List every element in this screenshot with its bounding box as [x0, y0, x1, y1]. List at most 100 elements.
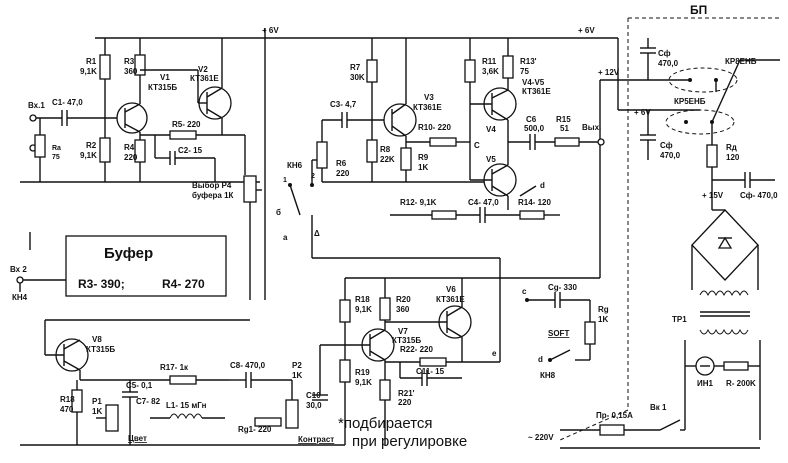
psu-section: БП Сф 470,0 Сф 470,0 КР8ЕНБ КР5ЕНБ Rд 12… [528, 3, 780, 449]
v6-label: V6 [446, 285, 456, 294]
r2-label: R2 [86, 141, 97, 150]
fuse-label: Пр- 0,15А [596, 411, 633, 420]
p1-value: 1K [92, 407, 102, 416]
soft-d-label: d [538, 355, 543, 364]
resistor-r17 [169, 375, 197, 385]
rail-6v-psu: + 6V [634, 108, 651, 117]
kn6-switch[interactable]: КН6 1 2 б а Δ [276, 159, 500, 259]
reg-top-outline [668, 67, 738, 93]
resistor-r6 [316, 141, 328, 169]
resistor-r7 [366, 59, 378, 83]
r3-label: R3 [124, 57, 135, 66]
resistor-rg [584, 321, 596, 345]
kn6-delta: Δ [314, 229, 320, 238]
psu-title: БП [690, 3, 707, 17]
node-e-label: е [492, 349, 497, 358]
soft-label: SOFT [548, 329, 569, 338]
c10-label: C10 [306, 391, 321, 400]
v7-label: V7 [398, 327, 408, 336]
kn8-label: КН8 [540, 371, 556, 380]
c2-label: C2- 15 [178, 146, 203, 155]
resistor-rg1 [254, 417, 282, 427]
resistor-r11 [464, 59, 476, 83]
reg-bottom-outline [665, 109, 735, 135]
kn6-b: б [276, 208, 281, 217]
stage-3-output: R11 3,6K R13' 75 V4-V5 КТ361Е V4 V5 C d [464, 38, 605, 210]
r5-label: R5- 220 [172, 120, 201, 129]
resistor-r14 [519, 210, 545, 220]
resistor-r-neon [723, 361, 749, 371]
v45-label: V4-V5 [522, 78, 545, 87]
psu-frame [559, 17, 780, 441]
kontrast-label: Контраст [298, 435, 334, 444]
switch-label: Вк 1 [650, 403, 667, 412]
resistor-ra [34, 134, 46, 158]
potentiometer-p2[interactable] [285, 399, 299, 429]
resistor-r12 [431, 210, 457, 220]
rd-value: 120 [726, 153, 740, 162]
cf-bottom-label: Сф- 470,0 [740, 191, 778, 200]
r8-label: R8 [380, 145, 391, 154]
buffer-block: Буфер R3- 390; R4- 270 Вх 2 КН4 [10, 232, 227, 302]
c5-label: C5- 0,1 [126, 381, 153, 390]
ra-label: Rа [52, 145, 61, 152]
input-2-label: Вх 2 [10, 265, 27, 274]
output-jack[interactable] [597, 138, 605, 146]
r15-label: R15 [556, 115, 571, 124]
kn6-label: КН6 [287, 161, 303, 170]
stage-2-amplifier: C3- 4,7 R6 220 R7 30K R8 22K V3 КТ361Е R… [316, 38, 510, 183]
cf-top-label: Сф [658, 49, 671, 58]
soft-section: c Cg- 330 Rg 1K SOFT d КН8 [522, 283, 609, 380]
resistor-rd [706, 144, 718, 168]
kn8-switch[interactable] [549, 349, 571, 361]
r20-value: 360 [396, 305, 410, 314]
r12-label: R12- 9,1K [400, 198, 437, 207]
cg-label: Cg- 330 [548, 283, 577, 292]
resistor-r19 [339, 359, 351, 383]
r20-label: R20 [396, 295, 411, 304]
v1-type: КТ315Б [148, 83, 177, 92]
rg-label: Rg [598, 305, 609, 314]
r3-value: 360 [124, 67, 138, 76]
resistor-r10 [429, 137, 457, 147]
r18-value: 9,1K [355, 305, 372, 314]
cf-top-value: 470,0 [658, 59, 679, 68]
reg-bottom-label: КР5ЕНБ [674, 97, 706, 106]
r15-value: 51 [560, 124, 569, 133]
r17-label: R17- 1к [160, 363, 189, 372]
kn6-pos1: 1 [283, 177, 287, 184]
r21-label: R21' [398, 389, 415, 398]
neon-r-label: R- 200K [726, 379, 756, 388]
p4-buffer-select: Выбор P4 буфера 1К [192, 135, 262, 300]
rg1-label: Rg1- 220 [238, 425, 272, 434]
kn6-pos2: 2 [311, 173, 315, 180]
potentiometer-p4[interactable] [243, 175, 257, 203]
neon-label: ИН1 [697, 379, 714, 388]
c6-value: 500,0 [524, 124, 545, 133]
resistor-r22 [419, 357, 447, 367]
rail-15v: + 15V [702, 191, 724, 200]
v45-type: КТ361Е [522, 87, 551, 96]
r21-value: 220 [398, 398, 412, 407]
v8-label: V8 [92, 335, 102, 344]
c11-label: C11- 15 [416, 367, 445, 376]
c6-label: C6 [526, 115, 537, 124]
v1-label: V1 [160, 73, 170, 82]
potentiometer-p1[interactable] [105, 404, 119, 432]
input-1-jack[interactable] [29, 114, 37, 122]
input-1-label: Вх.1 [28, 101, 45, 110]
r7-value: 30K [350, 73, 365, 82]
resistor-r21 [379, 379, 391, 401]
p1-label: P1 [92, 397, 102, 406]
r18-label: R18 [355, 295, 370, 304]
r1-value: 9,1K [80, 67, 97, 76]
r13-label: R13' [520, 57, 537, 66]
resistor-r20 [379, 297, 391, 321]
transformer-primary [699, 328, 749, 335]
r10-label: R10- 220 [418, 123, 451, 132]
buffer-box [65, 235, 227, 297]
v7-type: КТ315Б [392, 336, 421, 345]
power-switch[interactable] [659, 419, 681, 431]
buffer-r4: R4- 270 [162, 277, 205, 291]
input-2-jack[interactable] [16, 276, 24, 284]
